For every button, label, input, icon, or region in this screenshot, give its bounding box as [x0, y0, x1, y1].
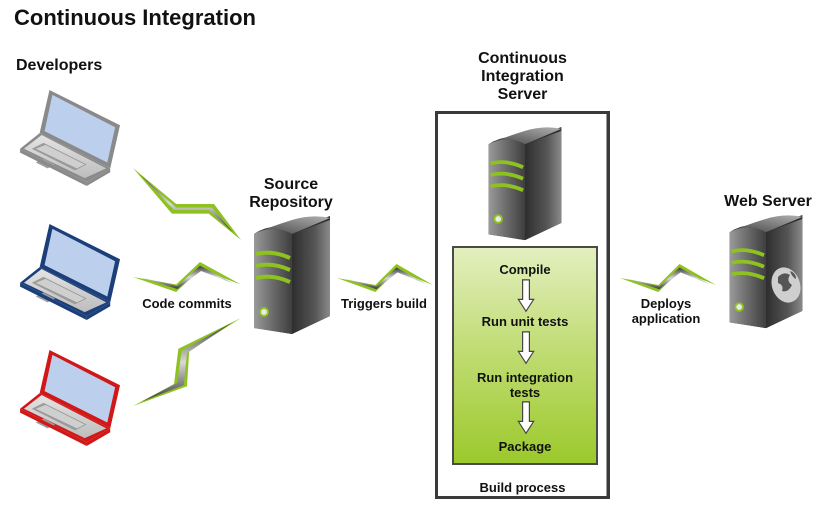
ci-server-label-line3: Server: [497, 86, 548, 103]
arrow-down-icon: [517, 331, 535, 365]
deploys-application-label: Deploys application: [616, 296, 716, 326]
step-compile: Compile: [499, 262, 551, 277]
commit-bolt-icon-2: [133, 262, 241, 292]
source-repository-label-line2: Repository: [249, 194, 333, 211]
laptop-silver-icon: [18, 88, 126, 186]
laptop-blue-icon: [18, 222, 126, 320]
laptop-red-icon: [18, 348, 126, 446]
ci-server-icon: [485, 127, 565, 242]
web-server-label: Web Server: [724, 193, 812, 210]
arrow-down-icon: [517, 401, 535, 435]
step-run-integration-tests-line1: Run integration: [476, 370, 574, 385]
deploys-label-line1: Deploys: [640, 296, 692, 311]
deploys-label-line2: application: [631, 311, 701, 326]
page-title: Continuous Integration: [14, 5, 256, 30]
ci-server-frame: [435, 111, 610, 499]
commit-bolt-icon-3: [133, 318, 241, 406]
source-repository-server-icon: [252, 216, 332, 336]
step-run-integration-tests-line2: tests: [509, 385, 541, 400]
triggers-build-label: Triggers build: [341, 296, 427, 311]
ci-server-label: Continuous Integration Server: [440, 50, 605, 104]
triggers-build-bolt-icon: [337, 264, 433, 292]
build-process-label: Build process: [479, 480, 566, 495]
ci-server-label-line1: Continuous: [478, 50, 567, 67]
ci-server-label-line2: Integration: [481, 68, 564, 85]
code-commits-label: Code commits: [142, 296, 232, 311]
web-server-icon: [726, 215, 806, 330]
source-repository-label: Source Repository: [236, 176, 346, 212]
arrow-down-icon: [517, 279, 535, 313]
deploys-bolt-icon: [620, 264, 716, 292]
globe-icon: [771, 267, 801, 303]
build-process-box: Compile Run unit tests Run integration t…: [452, 246, 598, 465]
commit-bolt-icon-1: [133, 168, 241, 240]
developers-label: Developers: [16, 57, 103, 74]
source-repository-label-line1: Source: [263, 176, 319, 193]
step-run-unit-tests: Run unit tests: [481, 314, 569, 329]
step-package: Package: [498, 439, 552, 454]
